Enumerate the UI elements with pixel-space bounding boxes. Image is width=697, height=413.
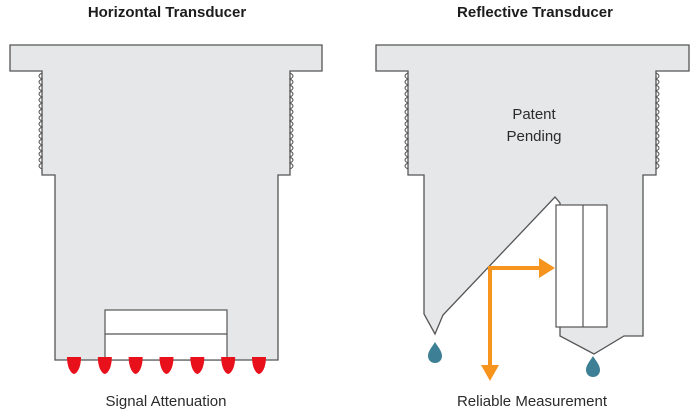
red-signal-drop-icon (252, 357, 266, 374)
red-signal-drop-icon (128, 357, 143, 374)
signal-attenuation-caption: Signal Attenuation (105, 393, 227, 410)
water-drop-right-icon (586, 356, 600, 377)
signal-attenuation-drops (67, 357, 266, 374)
patent-pending-label: Patent Pending (474, 104, 594, 148)
horizontal-transducer-title: Horizontal Transducer (87, 4, 247, 21)
left-thread-right (288, 72, 294, 170)
left-thread-left (38, 72, 44, 170)
patent-line-2: Pending (506, 128, 562, 145)
reflective-transducer-title: Reflective Transducer (457, 4, 613, 21)
water-drop-left-icon (428, 342, 442, 363)
horizontal-transducer-body (9, 44, 323, 361)
reliable-measurement-caption: Reliable Measurement (456, 393, 608, 410)
horizontal-sensor-element (104, 309, 228, 361)
reflective-sensor-element (555, 204, 608, 328)
reflective-transducer-body (375, 44, 690, 355)
red-signal-drop-icon (221, 357, 236, 374)
red-signal-drop-icon (97, 357, 112, 374)
red-signal-drop-icon (67, 357, 81, 374)
right-thread-left (404, 72, 410, 170)
right-thread-right (654, 72, 660, 170)
reflected-signal-arrow (481, 258, 555, 381)
red-signal-drop-icon (159, 357, 174, 374)
patent-line-1: Patent (512, 106, 556, 123)
red-signal-drop-icon (190, 357, 205, 374)
